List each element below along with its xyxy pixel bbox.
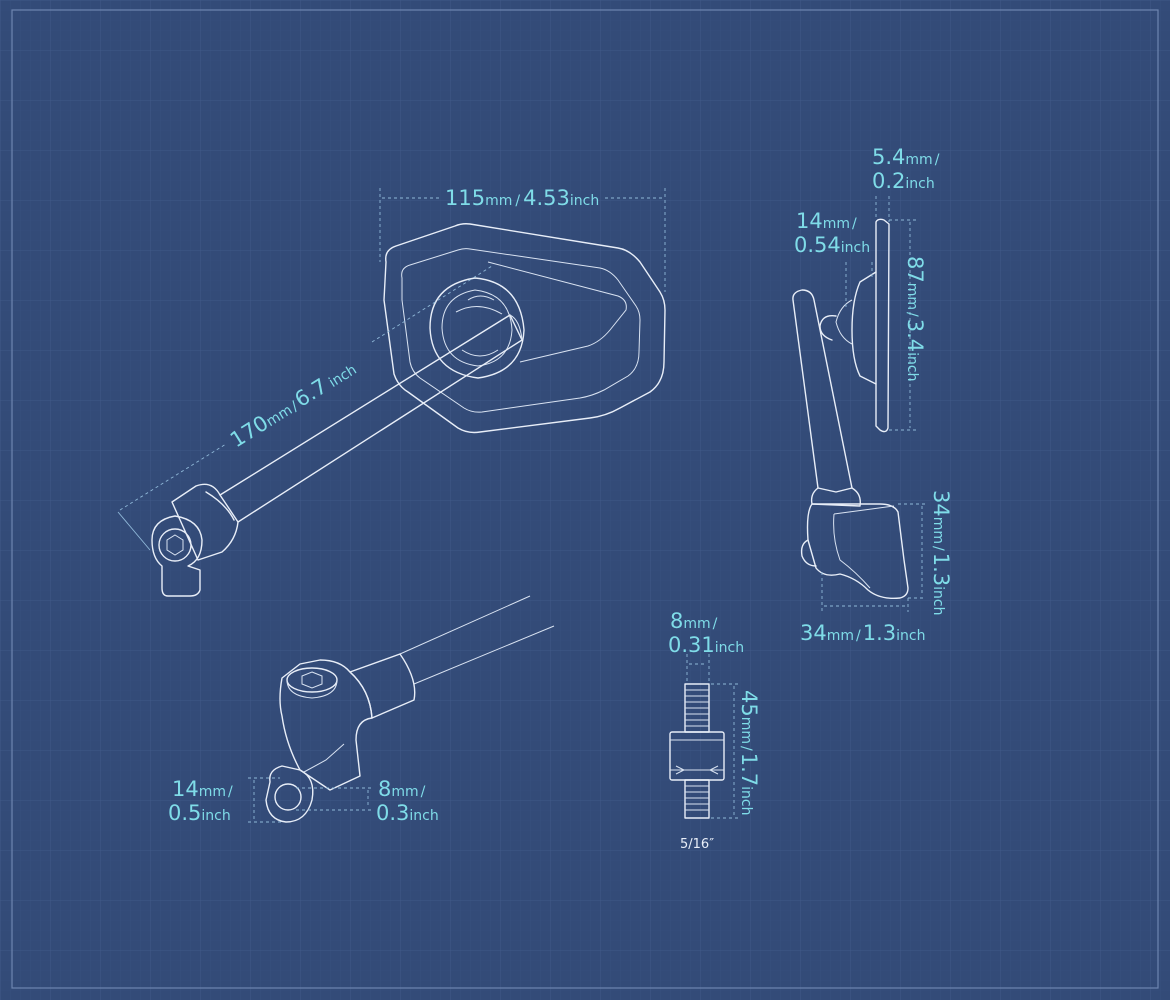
mirror-width-label: 115mm/4.53inch <box>445 186 599 210</box>
hole-outer-label-b: 0.5inch <box>168 801 231 825</box>
bolt-thread-bottom <box>684 779 710 819</box>
bolt-thread-top-lines <box>685 689 709 727</box>
mount-depth-label-a: 14mm/ <box>796 209 857 233</box>
mount-housing <box>429 277 525 379</box>
bolt-thread-bottom-lines <box>685 785 709 811</box>
mount-joint <box>455 295 503 357</box>
bolt-diameter-label-b: 0.31inch <box>668 633 744 657</box>
arm-length-line-lower <box>119 443 227 511</box>
arm-side <box>792 289 853 493</box>
arm-fade-lower <box>413 625 555 685</box>
glass-thickness-label-a: 5.4mm/ <box>872 145 940 169</box>
mirror-back-side <box>851 271 877 385</box>
mirror-outline <box>383 223 666 434</box>
clamp-width-label: 34mm/1.3inch <box>800 621 925 645</box>
side-view: 5.4mm/ 0.2inch 14mm/ 0.54inch 87mm/3.4in… <box>792 145 953 645</box>
mirror-height-label: 87mm/3.4inch <box>903 256 927 381</box>
clamp-side <box>806 503 909 600</box>
clamp-eye-body <box>265 765 314 823</box>
clamp-height-label: 34mm/1.3inch <box>929 490 953 615</box>
glass-thickness-label-b: 0.2inch <box>872 169 935 193</box>
bolt-hex-icon <box>301 671 323 689</box>
bolt-nut-details <box>670 739 724 775</box>
mount-depth-label-b: 0.54inch <box>794 233 870 257</box>
clamp-eye-hole <box>274 783 302 811</box>
clamp-detail-view: 14mm/ 0.5inch 8mm/ 0.3inch <box>168 595 555 825</box>
hex-bolt-icon <box>166 534 184 556</box>
arm-collar-side <box>810 487 862 507</box>
bolt-view: 8mm/ 0.31inch 45mm/1.7inch 5/16″ <box>668 609 761 852</box>
arm-collar <box>171 483 239 561</box>
clamp-side-tab <box>800 539 817 567</box>
mirror-glass-side <box>875 218 890 433</box>
arm-tip <box>509 314 523 341</box>
bolt-thread-label: 5/16″ <box>680 837 714 852</box>
hex-bolt-ring <box>158 528 192 562</box>
arm-fade-upper <box>399 595 531 655</box>
bolt-diameter-label-a: 8mm/ <box>670 609 718 633</box>
hole-inner-label-b: 0.3inch <box>376 801 439 825</box>
mirror-inner-outline <box>401 248 641 413</box>
clamp-side-face <box>833 505 895 589</box>
mount-housing-inner <box>441 289 513 367</box>
hole-inner-label-a: 8mm/ <box>378 777 426 801</box>
collar-detail <box>279 659 373 791</box>
clamp-detail-edge <box>303 743 345 773</box>
bolt-length-label: 45mm/1.7inch <box>737 690 761 815</box>
hole-outer-label-a: 14mm/ <box>172 777 233 801</box>
clamp-base <box>151 515 203 597</box>
frame-border <box>11 9 1159 989</box>
ball-joint-side <box>819 315 837 341</box>
arm-length-tick <box>117 511 151 551</box>
mirror-bevel <box>487 261 627 363</box>
bolt-head-rim <box>286 679 338 699</box>
